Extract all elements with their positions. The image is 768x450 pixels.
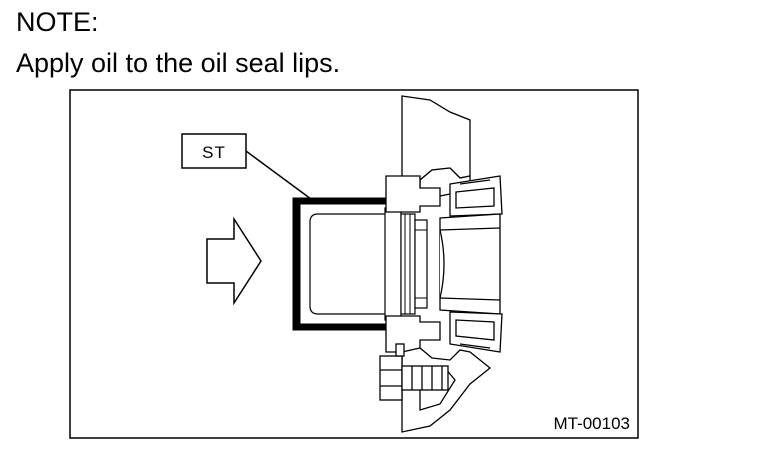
tool-label-box [181,133,247,169]
tool-label: ST [202,143,226,162]
note-text: Apply oil to the oil seal lips. [16,48,341,78]
tool-callout: ST [181,133,312,200]
figure-frame [69,89,639,439]
note-heading: NOTE: [16,7,99,37]
flange-bolt [379,343,449,401]
press-direction-arrow [206,216,262,306]
oil-seal [384,207,428,321]
tool-leader-line [245,150,312,200]
figure-code: MT-00103 [553,414,630,433]
